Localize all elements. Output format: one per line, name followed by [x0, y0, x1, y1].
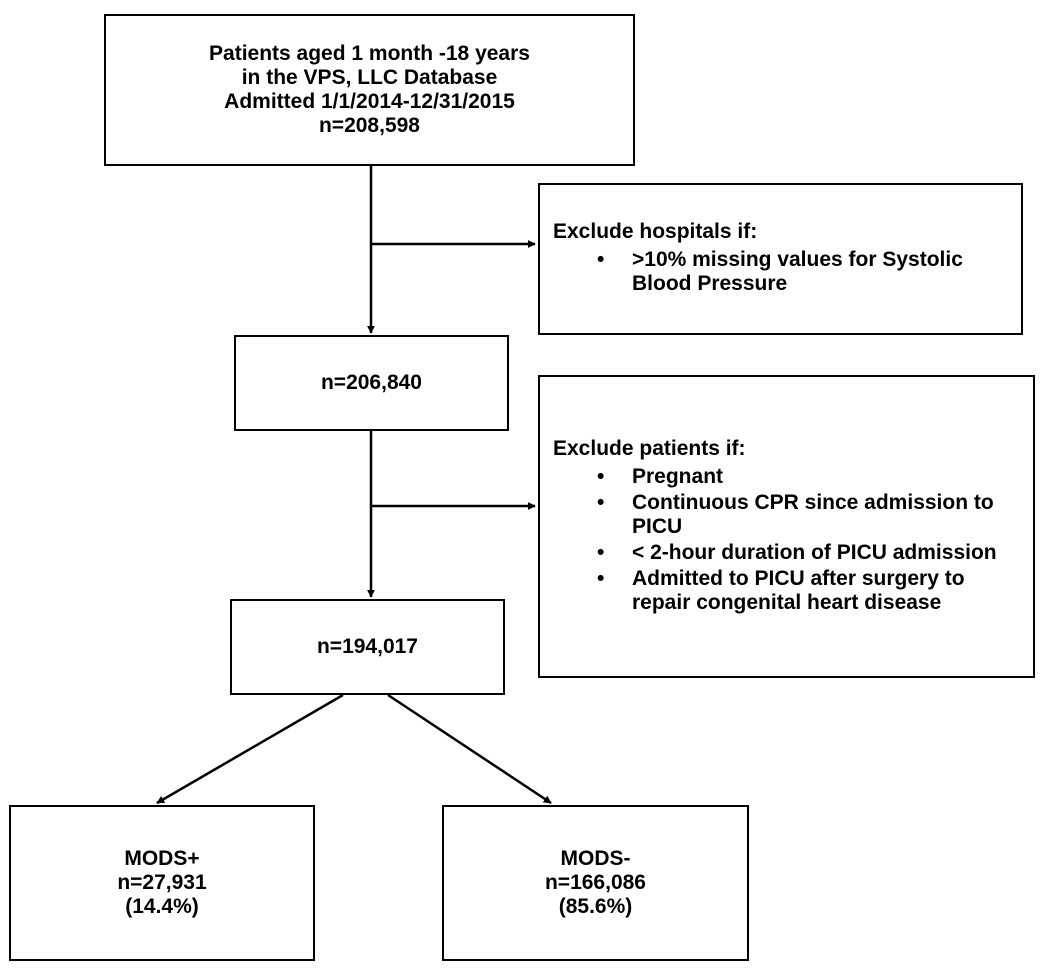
mods-negative-label: MODS-	[560, 847, 631, 870]
exclude-patients-item-text: Pregnant	[632, 464, 724, 488]
exclude-hospitals-item-text: >10% missing values for Systolic Blood P…	[632, 248, 963, 295]
exclude-patients-item: • Admitted to PICU after surgery to repa…	[553, 567, 1017, 615]
mods-positive-count: n=27,931	[117, 871, 207, 894]
bullet-icon: •	[597, 490, 605, 514]
after-hospital-exclusion-count: n=206,840	[320, 371, 422, 394]
start-line-2: in the VPS, LLC Database	[241, 66, 498, 89]
exclude-patients-list: • Pregnant • Continuous CPR since admiss…	[553, 463, 1017, 617]
start-population-box: Patients aged 1 month -18 years in the V…	[104, 14, 635, 166]
mods-negative-box: MODS- n=166,086 (85.6%)	[442, 805, 749, 961]
exclude-hospitals-item: • >10% missing values for Systolic Blood…	[553, 248, 1005, 296]
after-hospital-exclusion-box: n=206,840	[234, 335, 509, 431]
exclude-patients-item-text: Continuous CPR since admission to PICU	[632, 490, 994, 538]
exclude-patients-item-text: < 2-hour duration of PICU admission	[632, 540, 997, 564]
mods-positive-percent: (14.4%)	[125, 895, 199, 918]
start-line-3: Admitted 1/1/2014-12/31/2015	[224, 90, 515, 113]
mods-positive-label: MODS+	[124, 847, 200, 870]
arrow-n3-to-mods-positive	[156, 693, 344, 805]
mods-negative-percent: (85.6%)	[558, 895, 633, 918]
exclude-hospitals-title: Exclude hospitals if:	[553, 220, 758, 243]
bullet-icon: •	[597, 464, 605, 488]
exclude-patients-item: • < 2-hour duration of PICU admission	[553, 541, 1017, 565]
exclude-patients-title: Exclude patients if:	[553, 436, 746, 460]
bullet-icon: •	[597, 248, 605, 271]
bullet-icon: •	[597, 540, 605, 564]
exclude-patients-item-text: Admitted to PICU after surgery to repair…	[632, 566, 965, 614]
mods-positive-box: MODS+ n=27,931 (14.4%)	[9, 805, 315, 961]
exclude-patients-item: • Pregnant	[553, 465, 1017, 489]
after-patient-exclusion-count: n=194,017	[316, 635, 418, 658]
exclude-patients-box: Exclude patients if: • Pregnant • Contin…	[538, 375, 1035, 678]
arrow-n3-to-mods-negative	[387, 693, 552, 805]
exclude-hospitals-box: Exclude hospitals if: • >10% missing val…	[538, 183, 1023, 335]
after-patient-exclusion-box: n=194,017	[230, 599, 505, 695]
exclude-hospitals-list: • >10% missing values for Systolic Blood…	[553, 246, 1005, 298]
start-line-1: Patients aged 1 month -18 years	[209, 42, 530, 65]
exclude-patients-item: • Continuous CPR since admission to PICU	[553, 491, 1017, 539]
mods-negative-count: n=166,086	[544, 871, 646, 894]
bullet-icon: •	[597, 566, 605, 590]
start-count: n=208,598	[318, 114, 420, 137]
